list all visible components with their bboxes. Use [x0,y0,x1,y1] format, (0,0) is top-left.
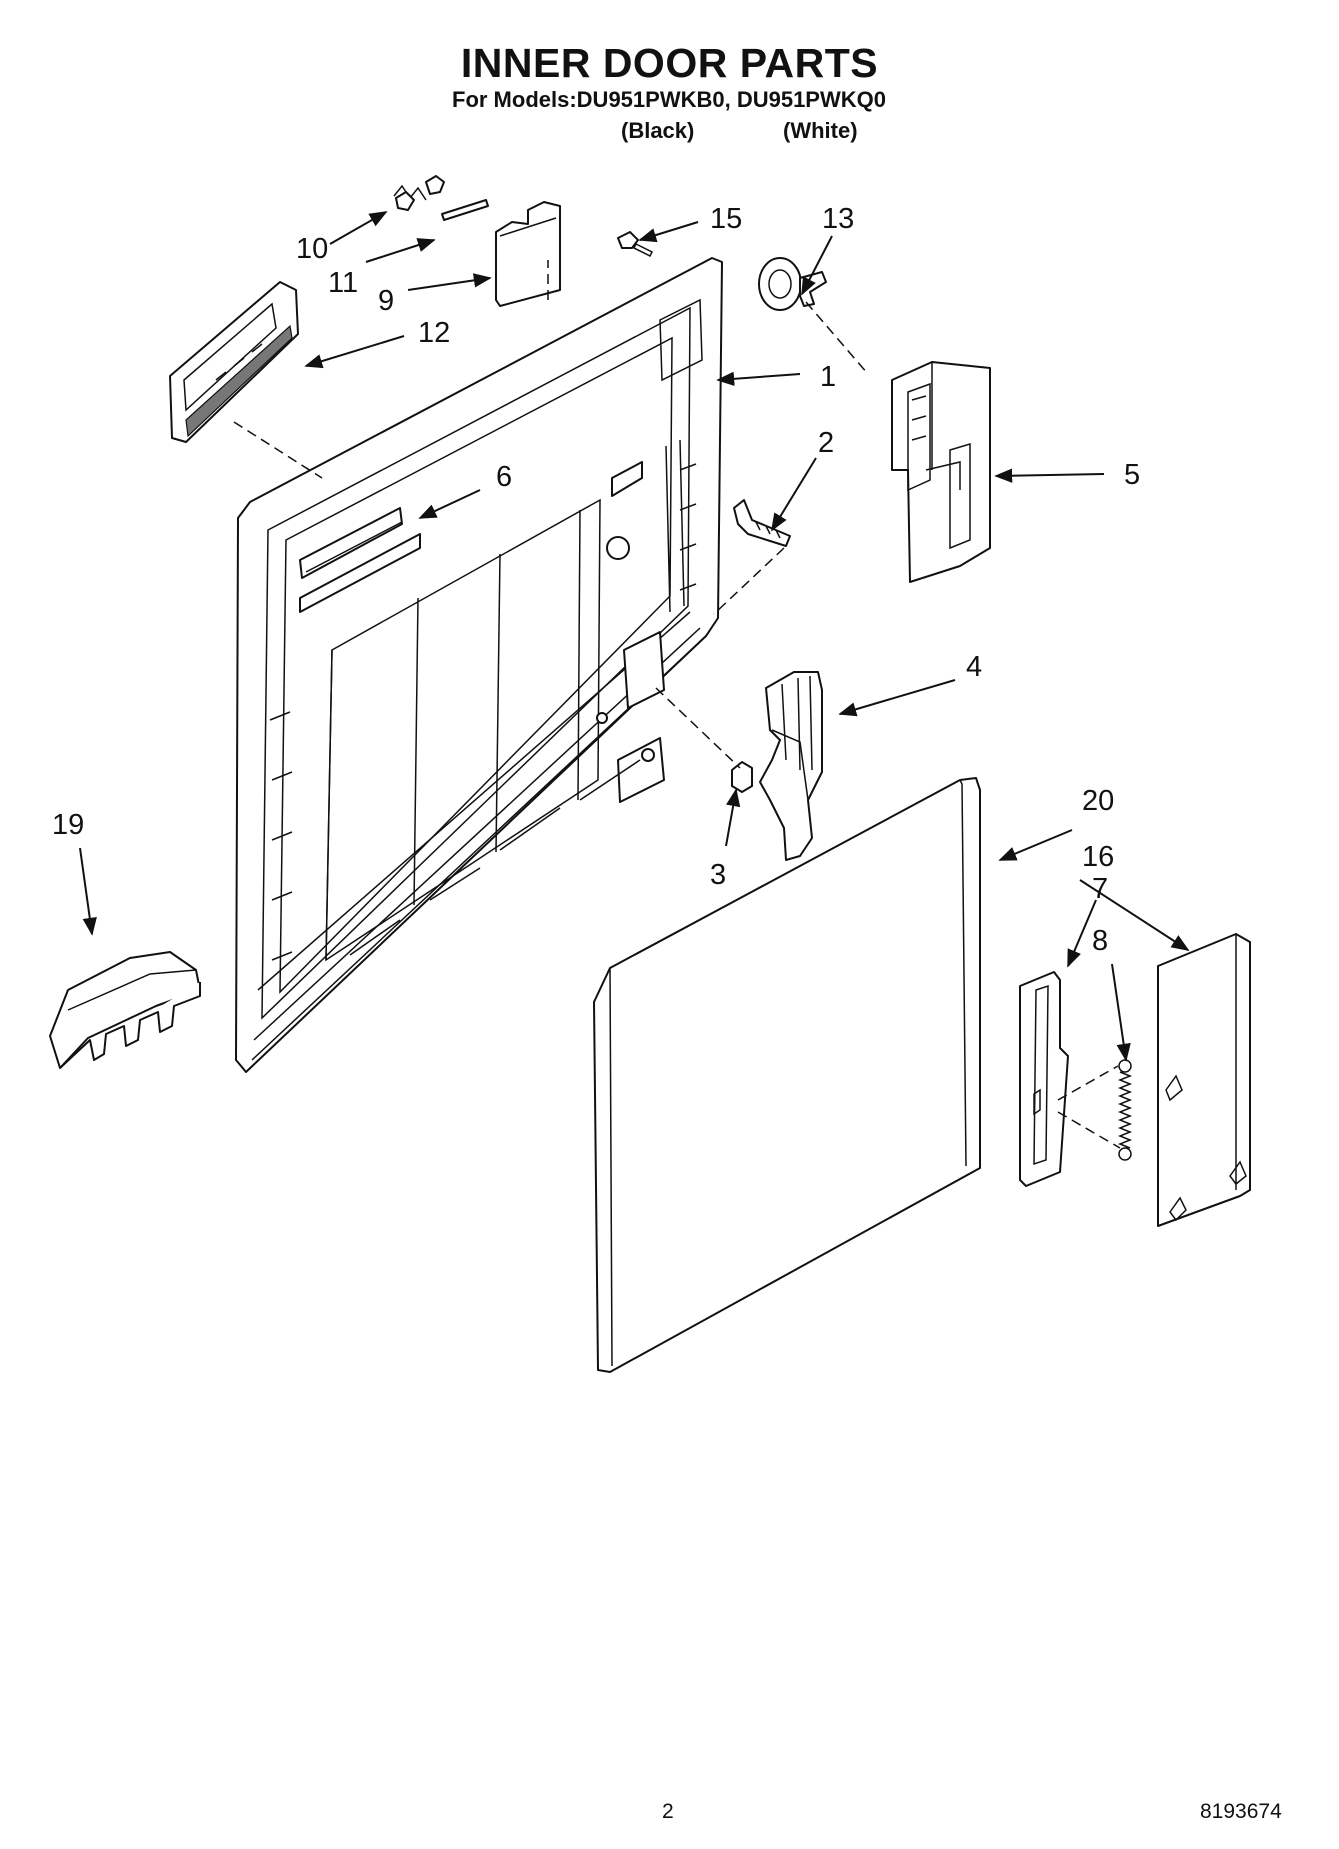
callout-16: 16 [1082,841,1114,873]
callout-1: 1 [820,361,836,393]
callout-2: 2 [818,427,834,459]
bumper-part [731,761,753,793]
side-panel-part [1157,933,1251,1227]
hinge-cover-part [495,201,561,307]
callout-6: 6 [496,461,512,493]
end-cap-part [49,951,201,1069]
callout-20: 20 [1082,785,1114,817]
models-line: For Models:DU951PWKB0, DU951PWKQ0 [452,87,886,112]
callout-9: 9 [378,285,394,317]
latch-screw-part [733,499,791,547]
coil-spring-part [1117,1059,1133,1161]
callout-7: 7 [1092,873,1108,905]
spring-part [393,175,445,211]
callout-8: 8 [1092,925,1108,957]
callout-10: 10 [296,233,328,265]
slide-bracket-part [1019,971,1069,1187]
callout-13: 13 [822,203,854,235]
callout-19: 19 [52,809,84,841]
document-number: 8193674 [1200,1800,1282,1823]
page-number: 2 [662,1800,674,1823]
handle-bracket-part [169,281,299,443]
callout-3: 3 [710,859,726,891]
variant-black: (Black) [621,118,695,143]
callout-4: 4 [966,651,982,683]
pin-part [441,199,489,221]
callout-11: 11 [328,267,358,299]
variant-white: (White) [783,118,858,143]
door-panel-part [593,777,981,1373]
screw-part [617,231,654,258]
vent-strip-part [305,521,403,573]
page-title: INNER DOOR PARTS [460,40,879,86]
inner-door-frame-part [235,257,723,1073]
callout-15: 15 [710,203,742,235]
callout-5: 5 [1124,459,1140,491]
latch-housing-part [891,361,991,583]
callout-12: 12 [418,317,450,349]
latch-lever-part [759,671,823,861]
